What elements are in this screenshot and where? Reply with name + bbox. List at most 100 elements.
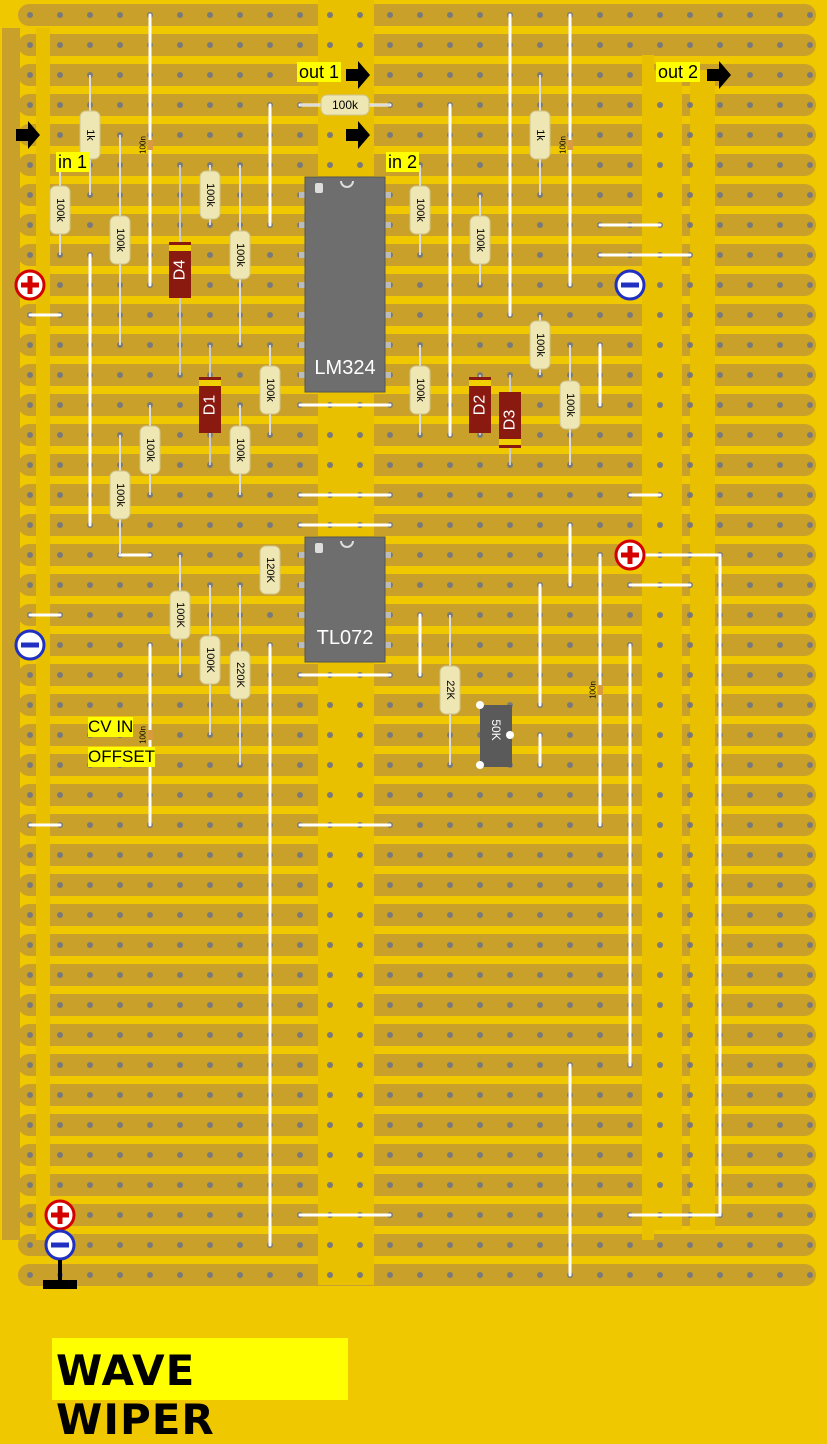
hole <box>147 882 153 888</box>
hole <box>87 1152 93 1158</box>
hole <box>297 1152 303 1158</box>
hole <box>417 852 423 858</box>
hole <box>747 522 753 528</box>
hole <box>207 72 213 78</box>
hole <box>807 852 813 858</box>
hole <box>57 552 63 558</box>
hole <box>777 552 783 558</box>
hole <box>477 102 483 108</box>
hole <box>747 732 753 738</box>
hole <box>27 222 33 228</box>
hole <box>27 852 33 858</box>
hole <box>387 732 393 738</box>
hole <box>477 1122 483 1128</box>
hole <box>537 282 543 288</box>
hole <box>417 552 423 558</box>
resistor-body <box>199 170 221 220</box>
hole <box>777 972 783 978</box>
hole <box>447 882 453 888</box>
symbol-bar <box>51 1242 69 1248</box>
ic-pin <box>385 552 391 558</box>
hole <box>477 162 483 168</box>
resistor-value: 100k <box>332 98 359 112</box>
hole <box>177 1152 183 1158</box>
hole <box>537 942 543 948</box>
hole <box>447 792 453 798</box>
hole <box>537 552 543 558</box>
ic-pin1-marker <box>315 183 323 193</box>
hole <box>597 942 603 948</box>
hole <box>147 522 153 528</box>
io-arrows <box>16 61 731 149</box>
hole <box>627 612 633 618</box>
hole <box>207 552 213 558</box>
ic-pin1-marker <box>315 543 323 553</box>
hole <box>597 972 603 978</box>
hole <box>297 762 303 768</box>
hole <box>417 792 423 798</box>
hole <box>207 1242 213 1248</box>
hole <box>27 1092 33 1098</box>
hole <box>327 162 333 168</box>
hole <box>777 222 783 228</box>
ic-pin <box>385 222 391 228</box>
hole <box>27 432 33 438</box>
hole <box>417 1092 423 1098</box>
hole <box>567 882 573 888</box>
hole <box>297 1062 303 1068</box>
hole <box>747 912 753 918</box>
hole <box>147 852 153 858</box>
hole <box>297 1092 303 1098</box>
diode-body <box>169 242 191 298</box>
hole <box>417 582 423 588</box>
diode-band <box>169 245 191 251</box>
hole <box>57 702 63 708</box>
hole <box>207 252 213 258</box>
hole <box>177 72 183 78</box>
ic-pin <box>385 372 391 378</box>
hole <box>447 12 453 18</box>
hole <box>297 732 303 738</box>
diode-body <box>469 377 491 433</box>
hole <box>237 972 243 978</box>
hole <box>507 492 513 498</box>
ic-pin <box>299 642 305 648</box>
hole <box>687 462 693 468</box>
hole <box>807 12 813 18</box>
hole <box>267 522 273 528</box>
hole <box>657 702 663 708</box>
hole <box>597 42 603 48</box>
hole <box>177 972 183 978</box>
hole <box>447 1182 453 1188</box>
hole <box>267 72 273 78</box>
hole <box>417 732 423 738</box>
hole <box>207 522 213 528</box>
hole <box>417 522 423 528</box>
hole <box>117 42 123 48</box>
resistor-body <box>259 365 281 415</box>
hole <box>57 792 63 798</box>
hole <box>117 1032 123 1038</box>
hole <box>27 1002 33 1008</box>
hole <box>747 702 753 708</box>
hole <box>777 72 783 78</box>
hole <box>657 1152 663 1158</box>
hole <box>807 102 813 108</box>
hole <box>807 72 813 78</box>
hole <box>717 432 723 438</box>
hole <box>747 1212 753 1218</box>
hole <box>237 72 243 78</box>
hole <box>147 372 153 378</box>
hole <box>117 1152 123 1158</box>
hole <box>417 912 423 918</box>
hole <box>537 1152 543 1158</box>
hole <box>717 342 723 348</box>
hole <box>57 1032 63 1038</box>
hole <box>807 762 813 768</box>
hole <box>687 492 693 498</box>
hole <box>807 792 813 798</box>
ic-pin <box>299 582 305 588</box>
hole <box>417 1182 423 1188</box>
hole <box>717 282 723 288</box>
hole <box>777 852 783 858</box>
